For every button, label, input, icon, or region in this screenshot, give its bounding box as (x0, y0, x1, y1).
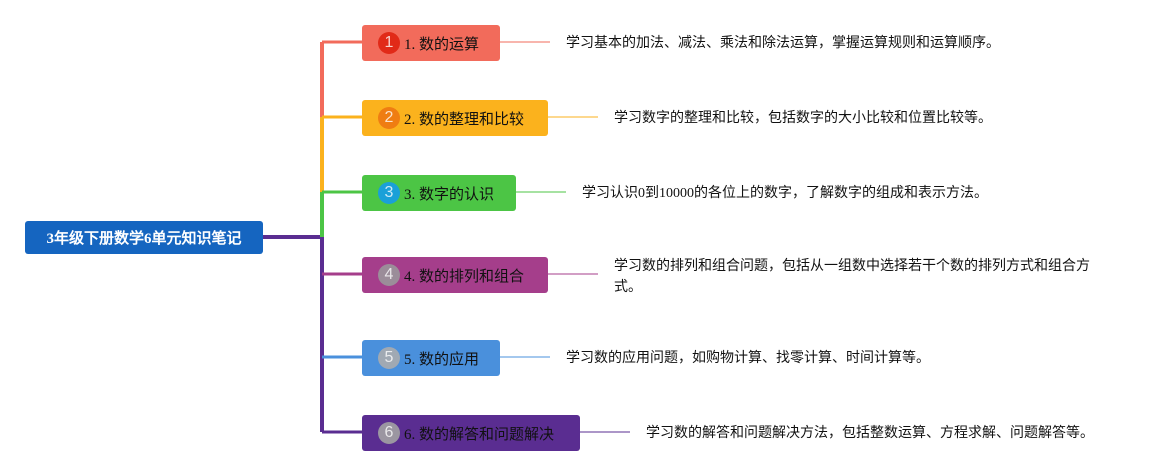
number-circle-icon: 6 (378, 422, 400, 444)
branch-label: 4. 数的排列和组合 (404, 268, 525, 285)
number-circle-icon: 3 (378, 182, 400, 204)
branch-node-1[interactable]: 1 1. 数的运算 (362, 25, 500, 61)
number-circle-icon: 1 (378, 32, 400, 54)
branch-description-5: 学习数的应用问题，如购物计算、找零计算、时间计算等。 (566, 351, 930, 366)
root-title: 3年级下册数学6单元知识笔记 (46, 231, 242, 247)
branch-node-6[interactable]: 6 6. 数的解答和问题解决 (362, 415, 580, 451)
number-circle-icon: 2 (378, 107, 400, 129)
branch-label: 1. 数的运算 (404, 36, 480, 53)
branch-description-3: 学习认识0到10000的各位上的数字，了解数字的组成和表示方法。 (582, 186, 988, 201)
branch-description-6: 学习数的解答和问题解决方法，包括整数运算、方程求解、问题解答等。 (646, 426, 1094, 441)
branch-label: 2. 数的整理和比较 (404, 111, 525, 128)
branch-label: 3. 数字的认识 (404, 186, 495, 203)
branch-description-2: 学习数字的整理和比较，包括数字的大小比较和位置比较等。 (614, 111, 992, 126)
branch-node-2[interactable]: 2 2. 数的整理和比较 (362, 100, 548, 136)
branch-node-4[interactable]: 4 4. 数的排列和组合 (362, 257, 548, 293)
branch-node-3[interactable]: 3 3. 数字的认识 (362, 175, 516, 211)
branch-label: 6. 数的解答和问题解决 (404, 426, 555, 443)
number-circle-icon: 4 (378, 264, 400, 286)
root-node[interactable]: 3年级下册数学6单元知识笔记 (25, 221, 263, 254)
branch-description-4: 学习数的排列和组合问题，包括从一组数中选择若干个数的排列方式和组合方式。 (614, 259, 1090, 295)
branch-description-1: 学习基本的加法、减法、乘法和除法运算，掌握运算规则和运算顺序。 (566, 36, 1000, 51)
number-circle-icon: 5 (378, 347, 400, 369)
branch-node-5[interactable]: 5 5. 数的应用 (362, 340, 500, 376)
branch-label: 5. 数的应用 (404, 351, 480, 368)
